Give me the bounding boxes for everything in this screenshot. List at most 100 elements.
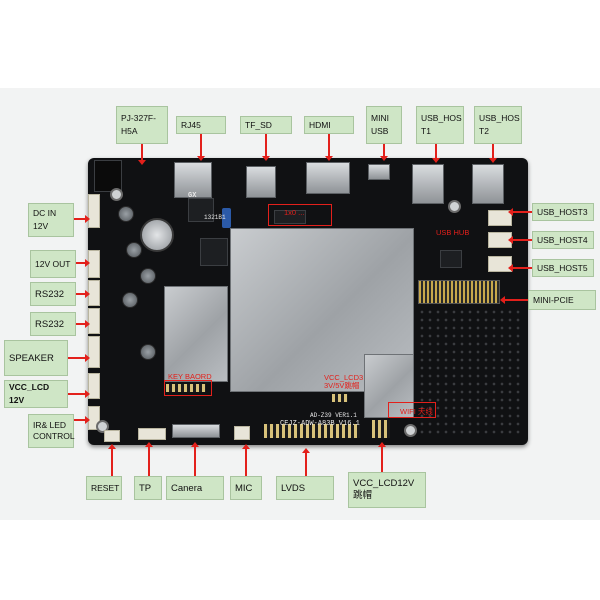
annotation-key-board-box <box>164 380 212 396</box>
arrow-pj327 <box>141 144 143 162</box>
arrow-usb-host2-tip <box>489 158 497 163</box>
silk-chip-code: 1321B1 <box>204 214 226 221</box>
arrow-usb-host4-tip <box>508 236 513 244</box>
annotation-wifi-box <box>388 402 436 418</box>
arrow-usb-host2 <box>492 144 494 160</box>
arrow-mic-tip <box>242 444 250 449</box>
arrow-mic <box>245 448 247 476</box>
label-pj327: PJ-327F- H5A <box>116 106 168 144</box>
arrow-rj45-tip <box>197 156 205 161</box>
arrow-12v-out-tip <box>85 259 90 267</box>
capacitor-3 <box>140 268 156 284</box>
tf-sd-slot <box>246 166 276 198</box>
silk-board-id: AD-Z39 VER1.1 <box>310 412 357 419</box>
capacitor-4 <box>122 292 138 308</box>
rtc-battery <box>140 218 174 252</box>
label-lvds: LVDS <box>276 476 334 500</box>
arrow-mini-usb <box>383 144 385 158</box>
arrow-ir-led <box>74 419 86 421</box>
arrow-tf-sd-tip <box>262 156 270 161</box>
dc-jack <box>94 160 122 192</box>
arrow-rs232-b <box>76 323 86 325</box>
label-usb-host1: USB_HOS T1 <box>416 106 464 144</box>
label-hdmi: HDMI <box>304 116 354 134</box>
label-rj45: RJ45 <box>176 116 226 134</box>
arrow-rj45 <box>200 134 202 158</box>
arrow-usb-host3-tip <box>508 208 513 216</box>
capacitor-1 <box>118 206 134 222</box>
arrow-reset <box>111 448 113 476</box>
arrow-vcc-lcd12v-jumper <box>381 446 383 472</box>
chip-small-1 <box>274 210 306 224</box>
annotation-usb-hub: USB HUB <box>436 228 470 237</box>
label-tf-sd: TF_SD <box>240 116 292 134</box>
arrow-usb-host3 <box>512 211 532 213</box>
arrow-tp <box>148 446 150 476</box>
label-usb-host3: USB_HOST3 <box>532 203 594 221</box>
label-vcc-lcd12v-jumper: VCC_LCD12V 跳帽 <box>348 472 426 508</box>
mount-hole-1 <box>110 188 123 201</box>
label-usb-host5: USB_HOST5 <box>532 259 594 277</box>
vcc-lcd-connector <box>88 373 100 399</box>
arrow-tf-sd <box>265 134 267 158</box>
label-camera: Canera <box>166 476 224 500</box>
arrow-vcc-lcd-12v <box>68 393 86 395</box>
annotation-top-small: 1x0 ... <box>284 208 305 217</box>
arrow-dc-in-tip <box>85 215 90 223</box>
mainboard: GX 1321B1 AD-Z39 VER1.1 CEJZ-ADW-A83B V1… <box>88 158 528 445</box>
mount-hole-4 <box>404 424 417 437</box>
label-reset: RESET <box>86 476 122 500</box>
usb-host2-port <box>472 164 504 204</box>
capacitor-5 <box>140 344 156 360</box>
blue-capacitor <box>222 208 231 228</box>
capacitor-2 <box>126 242 142 258</box>
arrow-reset-tip <box>108 444 116 449</box>
arrow-lvds <box>305 452 307 476</box>
label-rs232-a: RS232 <box>30 282 76 306</box>
arrow-ir-led-tip <box>85 416 90 424</box>
mini-pcie-slot <box>418 280 500 304</box>
vcc-lcd12v-jumper <box>372 420 390 438</box>
arrow-speaker-tip <box>85 354 90 362</box>
arrow-usb-host5 <box>512 267 532 269</box>
silk-gx: GX <box>188 192 197 200</box>
vcc-lcd3-jumper <box>332 394 348 402</box>
arrow-usb-host5-tip <box>508 264 513 272</box>
speaker-connector <box>88 336 100 368</box>
label-mini-usb: MINI USB <box>366 106 402 144</box>
label-mic: MIC <box>230 476 262 500</box>
label-usb-host2: USB_HOS T2 <box>474 106 522 144</box>
dc-in-connector <box>88 194 100 228</box>
annotation-key-board: KEY BAORD <box>168 372 212 381</box>
label-vcc-lcd-12v: VCC_LCD 12V <box>4 380 68 408</box>
arrow-lvds-tip <box>302 448 310 453</box>
lvds-header <box>264 424 360 438</box>
arrow-rs232-a <box>76 293 86 295</box>
reset-button <box>104 430 120 442</box>
silk-board-rev: CEJZ-ADW-A83B V16.1 <box>280 420 360 428</box>
rj45-port <box>174 162 212 198</box>
mini-pcie-area <box>418 308 522 438</box>
arrow-camera-tip <box>191 442 199 447</box>
arrow-rs232-a-tip <box>85 290 90 298</box>
label-rs232-b: RS232 <box>30 312 76 336</box>
arrow-mini-pcie-tip <box>500 296 505 304</box>
arrow-vcc-lcd12v-jumper-tip <box>378 442 386 447</box>
chip-small-2 <box>440 250 462 268</box>
annotation-vcc-lcd3: VCC_LCD3 3V/5V跳帽 <box>324 373 364 390</box>
arrow-vcc-lcd-12v-tip <box>85 390 90 398</box>
label-dc-in: DC IN 12V <box>28 203 74 237</box>
chip-gx <box>188 198 214 222</box>
label-mini-pcie: MINI-PCIE <box>528 290 596 310</box>
arrow-usb-host4 <box>512 239 532 241</box>
arrow-rs232-b-tip <box>85 320 90 328</box>
arrow-dc-in <box>74 218 86 220</box>
annotation-wifi: WIFI 天线 <box>400 407 433 416</box>
chip-network <box>200 238 228 266</box>
arrow-camera <box>194 446 196 476</box>
arrow-pj327-tip <box>138 160 146 165</box>
arrow-speaker <box>68 357 86 359</box>
arrow-usb-host1-tip <box>432 158 440 163</box>
label-12v-out: 12V OUT <box>30 250 76 278</box>
